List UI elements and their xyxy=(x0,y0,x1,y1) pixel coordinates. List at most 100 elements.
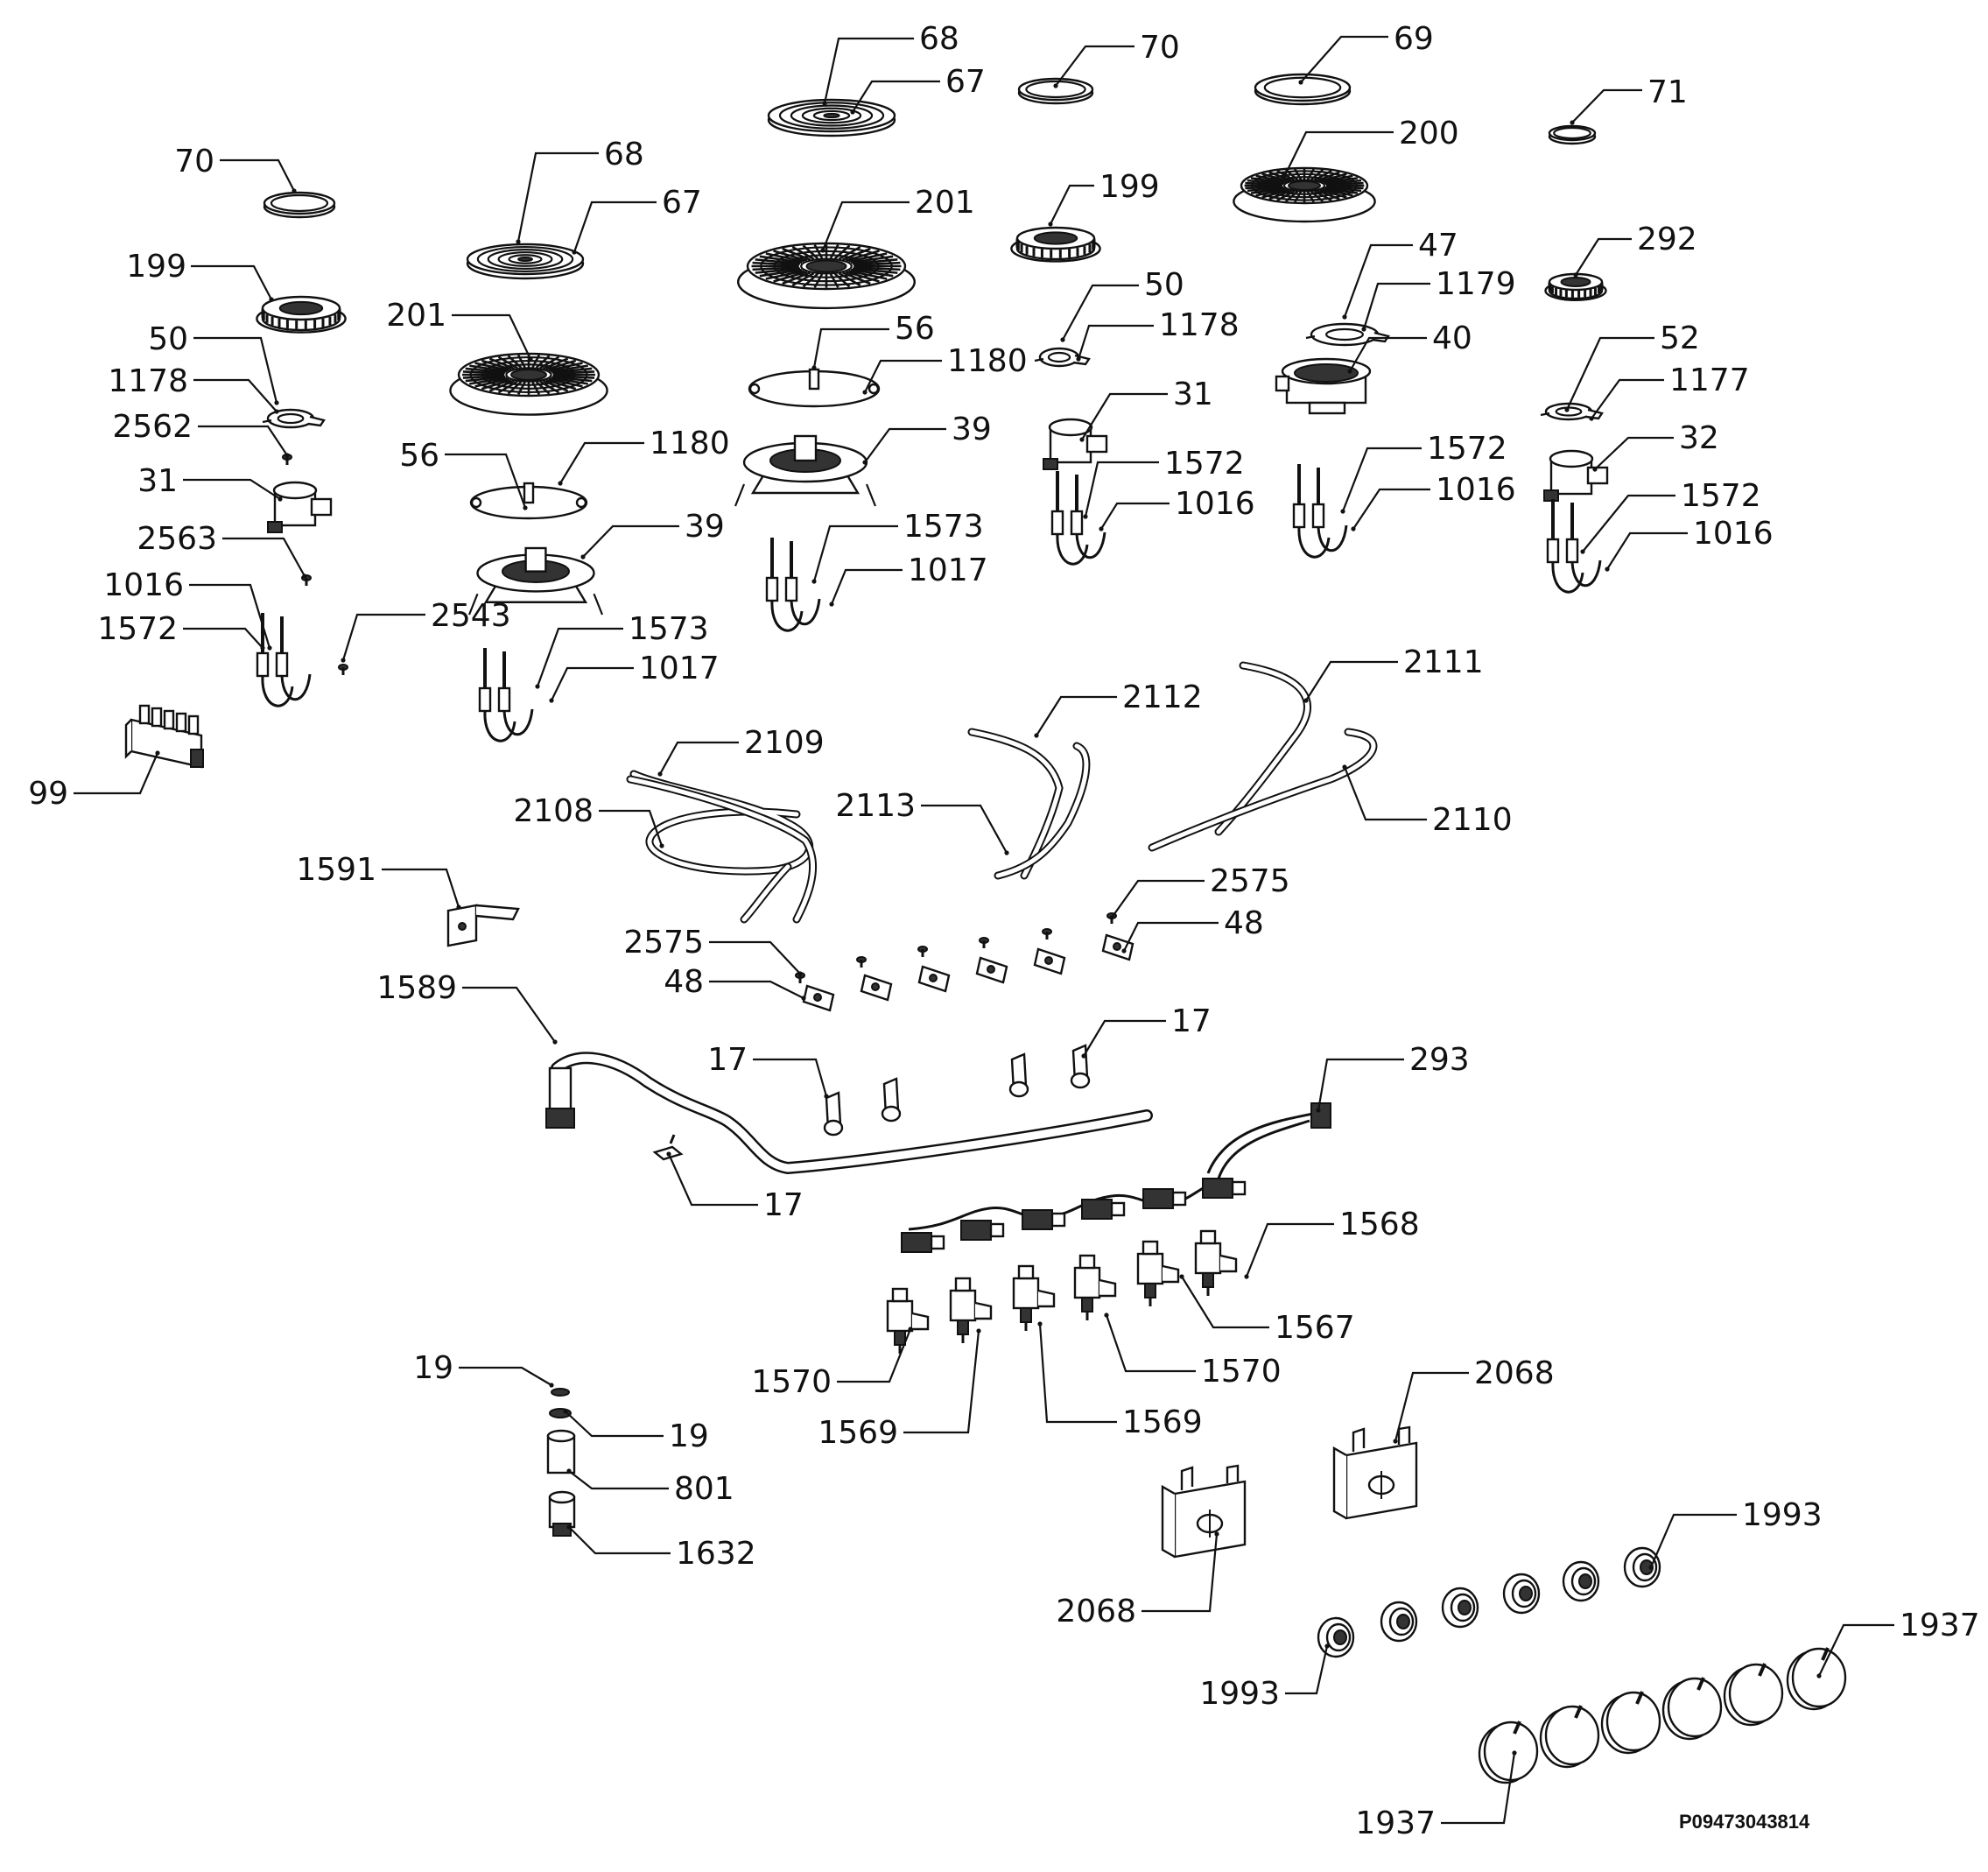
part-label: 17 xyxy=(707,1042,748,1078)
leader-dot xyxy=(659,843,664,848)
leader-line xyxy=(667,1153,758,1207)
leader-line xyxy=(193,378,277,412)
leader-line xyxy=(1084,461,1159,517)
leader-line xyxy=(582,524,679,558)
screw-2575-5 xyxy=(1042,928,1052,940)
part-label: 52 xyxy=(1660,320,1700,356)
part-label: 1632 xyxy=(676,1536,756,1572)
leader-line xyxy=(565,1411,664,1438)
leader-dot xyxy=(269,297,274,302)
part-label: 39 xyxy=(685,509,725,545)
part-label: 50 xyxy=(148,321,188,357)
screw-2575-4 xyxy=(979,937,989,948)
part-label: 67 xyxy=(662,185,702,221)
leader-line xyxy=(1566,336,1654,411)
manifold-inlet xyxy=(545,1066,575,1129)
thermocouple-1572-1016-left xyxy=(256,613,312,707)
leader-dot xyxy=(1076,356,1081,362)
gas-tap-4 xyxy=(1136,1240,1180,1306)
burner-crown-199 xyxy=(1010,226,1101,263)
control-knob-1937-1 xyxy=(1539,1705,1600,1769)
part-label: 1993 xyxy=(1742,1497,1823,1533)
gas-pipe-2112 xyxy=(967,728,1064,880)
leader-line xyxy=(1343,766,1427,821)
leader-dot xyxy=(1104,1313,1109,1318)
part-label: 2543 xyxy=(431,598,511,634)
part-label: 2111 xyxy=(1403,644,1484,680)
bezel-1993-4 xyxy=(1562,1560,1600,1602)
screw-2543 xyxy=(338,664,348,675)
leader-dot xyxy=(1303,698,1309,703)
leader-line xyxy=(74,752,159,795)
part-label: 2563 xyxy=(137,521,217,557)
leader-dot xyxy=(1053,83,1058,88)
leader-dot xyxy=(811,579,817,584)
part-label: 69 xyxy=(1394,21,1434,57)
gas-pipe-2109 xyxy=(629,770,814,876)
burner-cap-68-left xyxy=(466,243,585,280)
leader-line xyxy=(599,809,664,847)
part-label: 1589 xyxy=(376,970,457,1006)
injector-801 xyxy=(546,1429,576,1474)
part-label: 31 xyxy=(1173,377,1213,412)
leader-dot xyxy=(1079,437,1085,442)
gas-tap-2 xyxy=(1012,1264,1056,1331)
part-label: 1178 xyxy=(108,363,188,399)
injector-ring-1179 xyxy=(1305,322,1390,347)
control-knob-1937-5 xyxy=(1786,1647,1847,1711)
part-label: 1016 xyxy=(1175,486,1255,522)
leader-line xyxy=(1349,336,1427,372)
leader-dot xyxy=(549,1383,554,1388)
leader-line xyxy=(559,441,644,484)
leader-dot xyxy=(1347,369,1352,374)
leader-dot xyxy=(566,1524,572,1530)
burner-body-39-top xyxy=(734,434,877,507)
part-label: 1572 xyxy=(97,611,178,647)
gas-tap-0 xyxy=(886,1287,930,1354)
leader-line xyxy=(462,986,556,1043)
leader-line xyxy=(1100,502,1170,530)
part-label: 70 xyxy=(174,144,214,179)
leader-line xyxy=(1285,1645,1329,1695)
knob-bracket-2068-a xyxy=(1332,1425,1418,1520)
part-label: 1572 xyxy=(1164,446,1245,482)
part-label: 201 xyxy=(915,185,975,221)
part-label: 1937 xyxy=(1355,1805,1436,1841)
part-label: 17 xyxy=(1171,1003,1212,1039)
gas-pipe-2108b xyxy=(740,862,792,924)
leader-line xyxy=(222,537,306,577)
burner-crown-292 xyxy=(1544,272,1607,302)
clip-48-5 xyxy=(1033,947,1066,975)
bezel-1993-0 xyxy=(1317,1616,1355,1658)
leader-dot xyxy=(1589,416,1594,421)
leader-line xyxy=(1123,921,1219,952)
part-label: 31 xyxy=(137,463,178,499)
leader-line xyxy=(709,940,801,975)
leader-dot xyxy=(528,356,533,362)
leader-dot xyxy=(341,658,346,663)
leader-dot xyxy=(155,750,160,756)
leader-dot xyxy=(580,554,586,559)
control-knob-1937-3 xyxy=(1661,1677,1723,1741)
burner-body-31-right xyxy=(1043,418,1108,470)
leader-dot xyxy=(1004,850,1009,855)
leader-line xyxy=(189,583,271,649)
leader-dot xyxy=(829,602,834,607)
leader-dot xyxy=(572,250,577,255)
part-label: 1573 xyxy=(629,611,709,647)
spreader-plate-56-left xyxy=(469,482,588,520)
part-label: 1572 xyxy=(1681,478,1761,514)
part-label: 2112 xyxy=(1122,679,1203,715)
leader-line xyxy=(1036,695,1117,736)
leader-line xyxy=(753,1058,828,1097)
leader-dot xyxy=(1342,314,1347,320)
leader-dot xyxy=(1048,222,1053,227)
bezel-1993-1 xyxy=(1380,1601,1418,1643)
part-label: 39 xyxy=(952,412,992,447)
leader-dot xyxy=(1573,272,1578,278)
gas-tap-5 xyxy=(1194,1229,1238,1296)
part-label: 32 xyxy=(1679,420,1719,456)
leader-dot xyxy=(1316,1108,1321,1113)
leader-dot xyxy=(277,496,283,502)
leader-line xyxy=(1317,1058,1404,1111)
